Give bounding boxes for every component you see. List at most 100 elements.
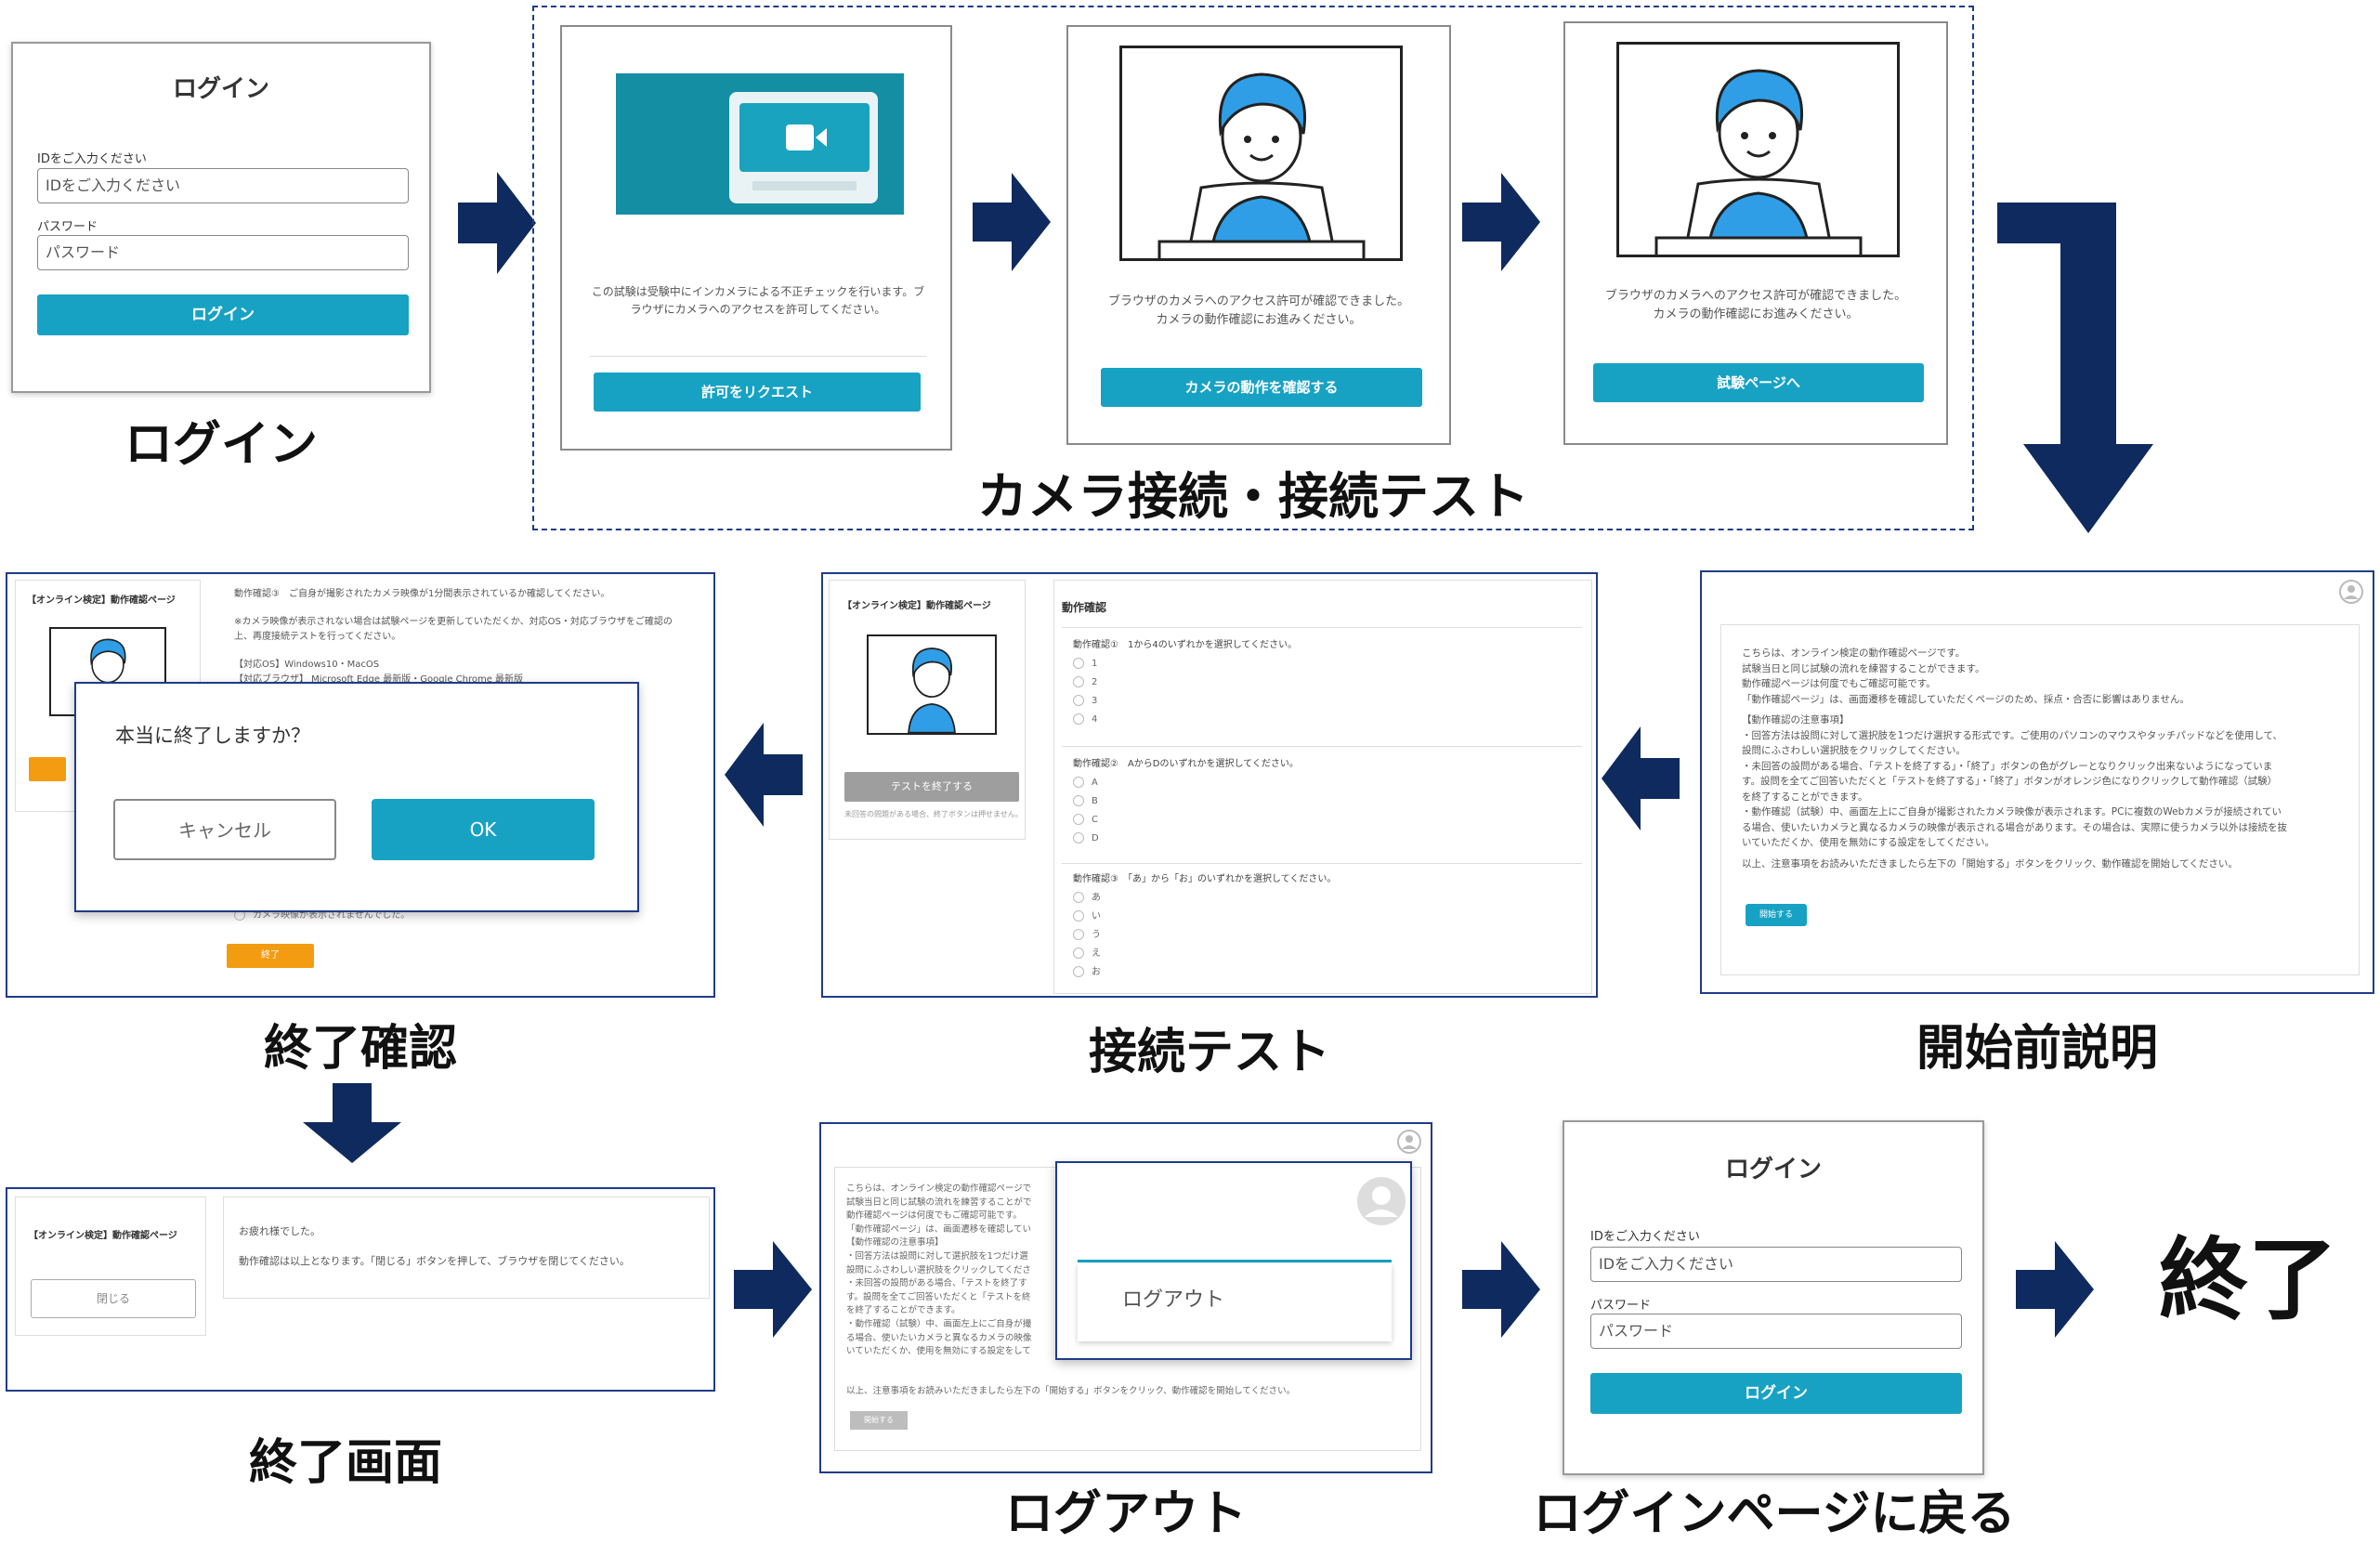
login-button[interactable]: ログイン	[37, 294, 409, 335]
check-camera-button[interactable]: カメラの動作を確認する	[1101, 368, 1422, 407]
camera-confirmed-panel: ブラウザのカメラへのアクセス許可が確認できました。 カメラの動作確認にお進みくだ…	[1066, 25, 1451, 445]
test-finish-button[interactable]: テストを終了する	[844, 772, 1019, 802]
logout-line: る場合、使いたいカメラと異なるカメラの映像	[846, 1332, 1032, 1343]
option[interactable]: い	[1073, 908, 1336, 926]
start-button-disabled[interactable]: 開始する	[850, 1411, 908, 1430]
option[interactable]: お	[1073, 963, 1336, 982]
option[interactable]: B	[1073, 792, 1299, 811]
radio-icon	[1073, 814, 1084, 825]
intro-line: こちらは、オンライン検定の動作確認ページです。	[1742, 647, 1966, 659]
end-card: お疲れ様でした。 動作確認は以上となります。「閉じる」ボタンを押して、ブラウザを…	[223, 1196, 710, 1299]
confirm-dialog: 本当に終了しますか？ キャンセル OK	[74, 682, 639, 912]
option[interactable]: 1	[1073, 655, 1297, 673]
login-button[interactable]: ログイン	[1590, 1373, 1962, 1414]
logout-menu-item[interactable]: ログアウト	[1078, 1263, 1392, 1341]
arrow-right-icon	[973, 173, 1051, 271]
ok-button[interactable]: OK	[372, 799, 595, 860]
monitor-bar	[752, 181, 857, 190]
person-illustration	[908, 647, 956, 733]
option[interactable]: 4	[1073, 711, 1297, 729]
password-input[interactable]: パスワード	[1590, 1314, 1962, 1349]
end-caption: 終了画面	[249, 1435, 443, 1491]
intro-line: いていただくか、使用を無効にする設定をしてください。	[1742, 837, 1994, 848]
arrow-left-icon	[725, 723, 803, 827]
video-icon-box	[739, 103, 870, 172]
user-avatar-icon[interactable]	[1356, 1176, 1406, 1226]
option[interactable]: C	[1073, 811, 1299, 830]
logout-last-line: 以上、注意事項をお読みいただきましたら左下の「開始する」ボタンをクリック、動作確…	[846, 1386, 1296, 1396]
arrow-right-icon	[734, 1241, 812, 1338]
user-avatar-icon[interactable]	[1397, 1130, 1421, 1154]
option[interactable]: え	[1073, 945, 1336, 963]
id-input[interactable]: IDをご入力ください	[1590, 1247, 1962, 1282]
logout-line: 動作確認ページは何度でもご確認可能です。	[846, 1210, 1022, 1222]
question-1-label: 動作確認① 1から4のいずれかを選択してください。	[1073, 640, 1298, 650]
connection-test-caption: 接続テスト	[1088, 1025, 1330, 1080]
arrow-down-icon	[303, 1083, 401, 1163]
logout-line: す。設問を全てご回答いただくと「テストを終	[846, 1291, 1031, 1302]
start-button[interactable]: 開始する	[1746, 904, 1807, 926]
logout-line: いていただくか、使用を無効にする設定をして	[846, 1346, 1031, 1357]
password-input[interactable]: パスワード	[37, 235, 409, 270]
option-label: お	[1092, 967, 1101, 977]
question-1: 動作確認① 1から4のいずれかを選択してください。 1 2 3 4	[1073, 636, 1297, 729]
arrow-right-icon	[2016, 1241, 2094, 1338]
finish-button[interactable]: 終了	[227, 944, 314, 968]
option-label: 3	[1092, 696, 1098, 706]
page-title: 【オンライン検定】動作確認ページ	[29, 1231, 177, 1241]
question-2-label: 動作確認② AからDのいずれかを選択してください。	[1073, 759, 1299, 769]
logout-panel: こちらは、オンライン検定の動作確認ページで 試験当日と同じ試験の流れを練習するこ…	[819, 1122, 1432, 1473]
intro-line: 試験当日と同じ試験の流れを練習することができます。	[1742, 662, 1985, 674]
option-label: B	[1092, 796, 1098, 806]
user-avatar-icon[interactable]	[2339, 580, 2363, 604]
option[interactable]: あ	[1073, 889, 1336, 908]
radio-icon	[1073, 795, 1084, 806]
confirm-bg-line-3: 上、再度接続テストを行ってください。	[234, 632, 401, 642]
intro-line: 動作確認ページは何度でもご確認可能です。	[1742, 678, 1936, 689]
intro-line: を終了することができます。	[1742, 791, 1868, 803]
camera-ready-text-2: カメラの動作確認にお進みください。	[1653, 307, 1859, 321]
finish-confirm-caption: 終了確認	[263, 1021, 457, 1077]
option[interactable]: A	[1073, 774, 1299, 792]
intro-line: 以上、注意事項をお読みいただきましたら左下の「開始する」ボタンをクリック、動作確…	[1742, 857, 2238, 870]
id-label: IDをご入力ください	[1590, 1230, 1700, 1244]
logout-line: 「動作確認ページ」は、画面遷移を確認してい	[846, 1223, 1032, 1235]
go-to-exam-button[interactable]: 試験ページへ	[1593, 363, 1924, 402]
id-label: IDをご入力ください	[37, 152, 147, 166]
request-permission-button[interactable]: 許可をリクエスト	[594, 373, 921, 412]
video-camera-icon	[786, 124, 827, 150]
close-button[interactable]: 閉じる	[31, 1279, 196, 1318]
webcam-preview	[867, 634, 997, 735]
radio-icon	[1073, 658, 1084, 669]
logout-line: を終了することができます。	[846, 1305, 961, 1316]
cancel-button[interactable]: キャンセル	[113, 799, 336, 860]
option-label: 1	[1092, 659, 1098, 669]
arrow-right-icon	[1462, 173, 1540, 271]
option[interactable]: 2	[1073, 673, 1297, 692]
finish-confirm-panel: 【オンライン検定】動作確認ページ 動作確認③ ご自身が撮影されたカメラ映像が1分…	[6, 572, 715, 998]
radio-icon	[1073, 910, 1084, 922]
intro-caption: 開始前説明	[1916, 1021, 2158, 1077]
logout-line: 試験当日と同じ試験の流れを練習することがで	[846, 1196, 1032, 1208]
login-panel: ログイン IDをご入力ください IDをご入力ください パスワード パスワード ロ…	[11, 42, 431, 393]
option[interactable]: D	[1073, 830, 1299, 848]
option-label: 2	[1092, 677, 1098, 687]
radio-icon	[1073, 966, 1084, 977]
option[interactable]: 3	[1073, 692, 1297, 711]
arrow-right-icon	[458, 172, 536, 274]
option-label: あ	[1092, 893, 1101, 903]
questions-card: 動作確認 動作確認① 1から4のいずれかを選択してください。 1 2 3 4 動…	[1053, 580, 1592, 994]
logout-line: 設問にふさわしい選択肢をクリックしてくださ	[846, 1264, 1031, 1275]
arrow-right-icon	[1462, 1241, 1540, 1338]
option-label: い	[1092, 911, 1101, 922]
confirm-bg-line-5: 【対応ブラウザ】 Microsoft Edge 最新版・Google Chrom…	[234, 674, 524, 685]
confirm-bg-line-1: 動作確認③ ご自身が撮影されたカメラ映像が1分間表示されているか確認してください…	[234, 589, 610, 599]
logout-line: 【動作確認の注意事項】	[846, 1237, 944, 1249]
logout-dropdown: ログアウト	[1055, 1161, 1412, 1360]
end-panel: 【オンライン検定】動作確認ページ 閉じる お疲れ様でした。 動作確認は以上となり…	[6, 1187, 715, 1392]
test-heading: 動作確認	[1062, 601, 1107, 614]
id-input[interactable]: IDをご入力ください	[37, 168, 409, 203]
separator	[1062, 863, 1582, 864]
radio-icon	[1073, 929, 1084, 940]
option[interactable]: う	[1073, 926, 1336, 945]
